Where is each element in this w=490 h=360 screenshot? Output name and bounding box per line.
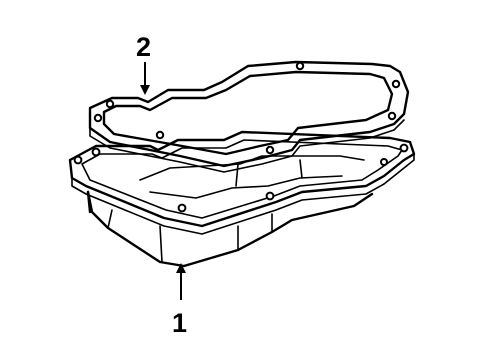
oil-pan-bolt-hole xyxy=(380,158,388,166)
oil-pan-interior-step-2 xyxy=(299,159,303,179)
oil-pan-left-side xyxy=(86,190,92,214)
oil-pan-bolt-hole xyxy=(399,143,409,153)
oil-pan-bolt-hole xyxy=(73,155,83,165)
oil-pan-body xyxy=(86,190,374,268)
oil-pan-interior-step xyxy=(235,163,239,187)
oil-pan-gasket xyxy=(88,60,410,173)
gasket-bolt-hole xyxy=(295,61,305,71)
oil-pan-interior-floor xyxy=(149,175,343,199)
gasket-bolt-hole xyxy=(391,79,401,89)
oil-pan-bolt-hole xyxy=(91,147,101,157)
oil-pan-bolt-hole xyxy=(177,203,187,213)
callout-number: 2 xyxy=(136,32,151,62)
gasket-bolt-hole xyxy=(105,99,115,109)
gasket-bolt-hole xyxy=(387,111,397,121)
callout-number: 1 xyxy=(172,308,187,338)
oil-pan-flange-outer xyxy=(68,130,416,228)
gasket-outer-edge xyxy=(88,60,410,168)
gasket-inner-edge xyxy=(102,70,394,156)
oil-pan xyxy=(68,130,416,268)
oil-pan-bolt-hole xyxy=(265,191,275,201)
gasket-bolt-hole xyxy=(93,113,103,123)
callout-2: 2 xyxy=(136,32,151,95)
gasket-thickness-front xyxy=(89,119,405,173)
callout-1: 1 xyxy=(172,263,187,338)
oil-pan-flange-lip xyxy=(71,153,415,235)
oil-pan-front-face xyxy=(159,225,163,263)
oil-pan-bottom-edge xyxy=(107,209,113,229)
gasket-bolt-hole xyxy=(265,145,275,155)
gasket-bolt-hole xyxy=(155,130,165,140)
